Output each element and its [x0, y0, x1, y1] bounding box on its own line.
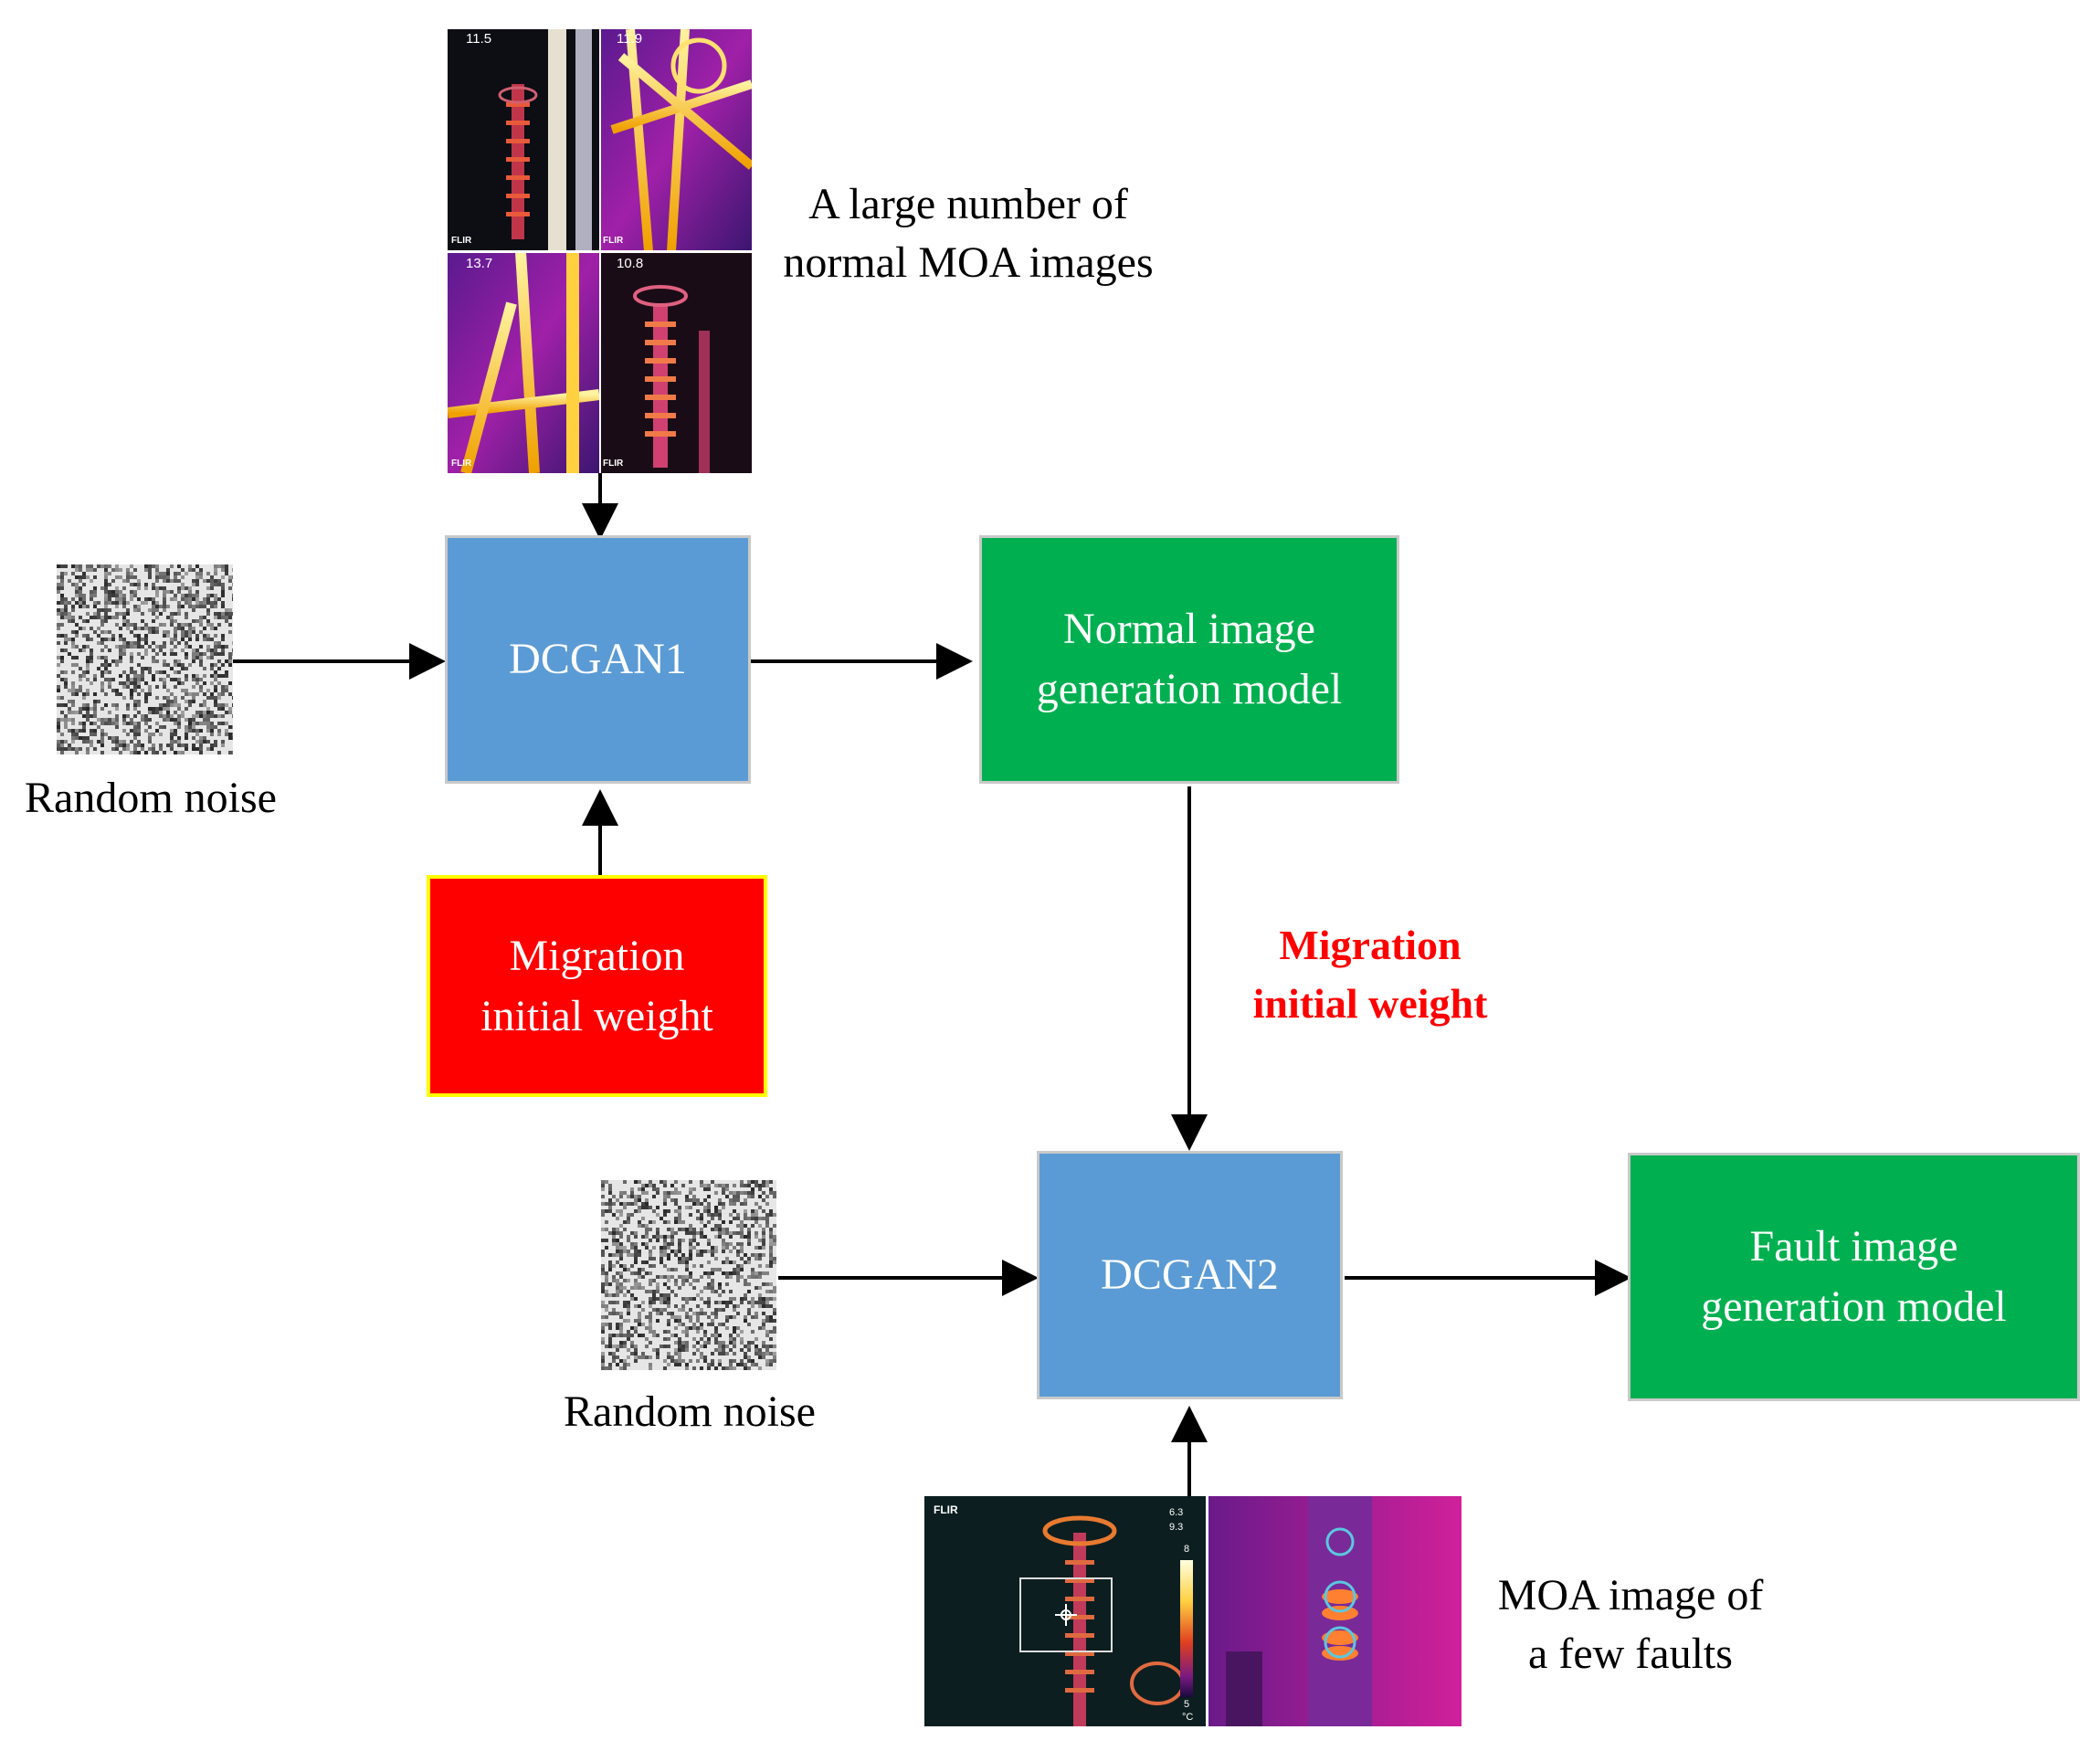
label-random-noise-2: Random noise — [564, 1387, 816, 1436]
fault-readout-2: 9.3 — [1169, 1522, 1184, 1533]
dcgan1-label: DCGAN1 — [509, 635, 687, 683]
fault-readout-1: 6.3 — [1169, 1507, 1184, 1518]
random-noise-image-2 — [601, 1180, 776, 1370]
label-few-faults: MOA image of a few faults — [1497, 1571, 1764, 1678]
normal-image-generation-model-box: Normal image generation model — [979, 535, 1399, 784]
thermal-grid-graphic — [448, 29, 752, 473]
label-random-noise-1: Random noise — [25, 774, 277, 822]
dcgan2-label: DCGAN2 — [1101, 1250, 1279, 1299]
fault-image-generation-model-box: Fault image generation model — [1628, 1153, 2080, 1401]
readout-bl: 13.7 — [466, 256, 493, 271]
readout-br: 10.8 — [617, 256, 644, 271]
scale-unit: °C — [1182, 1712, 1194, 1723]
flir-logo-tr: FLIR — [603, 236, 624, 246]
random-noise-image-1 — [57, 564, 233, 754]
flir-logo-br: FLIR — [603, 459, 624, 469]
scale-top-value: 8 — [1184, 1544, 1190, 1555]
fault-thermal-graphic — [924, 1496, 1462, 1726]
fault-moa-images: FLIR 6.3 9.3 8 5 °C — [924, 1496, 1462, 1726]
migration-initial-weight-box: Migration initial weight — [427, 875, 767, 1097]
readout-tl: 11.5 — [466, 31, 492, 47]
flir-logo-fault: FLIR — [934, 1503, 958, 1516]
dcgan1-box: DCGAN1 — [445, 535, 751, 784]
migration-edge-label: Migration initial weight — [1252, 922, 1488, 1027]
dcgan2-box: DCGAN2 — [1037, 1151, 1343, 1399]
flir-logo-tl: FLIR — [451, 236, 472, 246]
normal-moa-images: 11.5 11.9 13.7 10.8 FLIR FLIR FLIR FLIR — [448, 29, 752, 473]
readout-tr: 11.9 — [617, 31, 643, 47]
flir-logo-bl: FLIR — [451, 459, 472, 469]
label-large-number: A large number of normal MOA images — [783, 180, 1154, 287]
scale-bottom-value: 5 — [1184, 1699, 1190, 1710]
